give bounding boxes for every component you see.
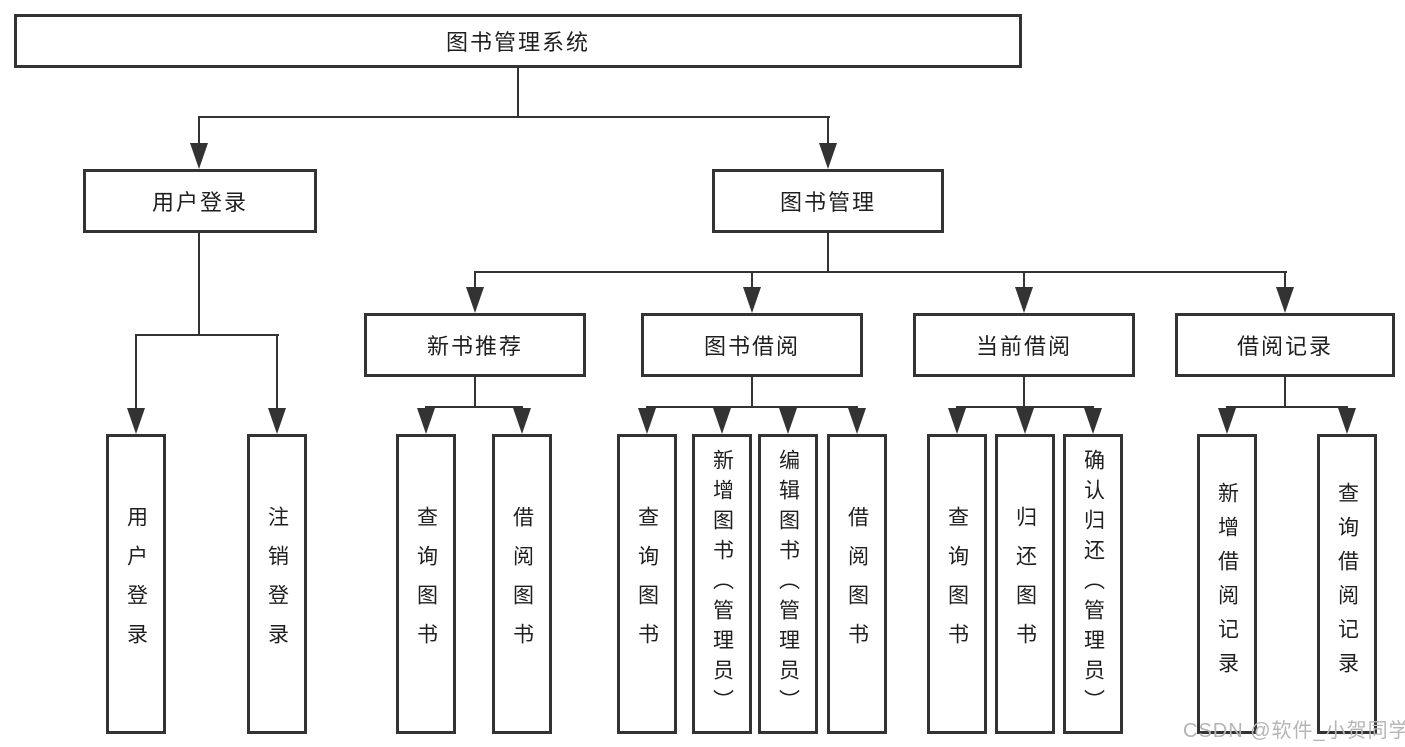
- node-new-book-recommend-label: 新书推荐: [426, 334, 523, 359]
- connector-userlogin-stem: [198, 233, 200, 336]
- connector-root-bus: [198, 116, 830, 118]
- arrowhead-newbook-borrow: [513, 408, 531, 434]
- connector-record-bus: [1226, 406, 1348, 408]
- connector-root-stem: [517, 68, 519, 117]
- leaf-current-return-books-label: 归还图书: [1013, 506, 1037, 662]
- leaf-borrow-edit-books-admin: 编辑图书（管理员）: [758, 434, 818, 734]
- arrowhead-current-confirm: [1084, 408, 1102, 434]
- arrowhead-user-login: [190, 143, 208, 169]
- leaf-borrow-borrow-books: 借阅图书: [827, 434, 887, 734]
- node-book-management: 图书管理: [712, 169, 944, 233]
- arrowhead-new-book-recommend: [466, 287, 484, 313]
- node-book-management-label: 图书管理: [779, 190, 876, 215]
- connector-newbook-bus: [425, 406, 523, 408]
- arrowhead-borrow-records: [1276, 287, 1294, 313]
- node-current-borrow: 当前借阅: [913, 313, 1135, 377]
- arrowhead-borrow-borrow: [848, 408, 866, 434]
- arrowhead-record-add: [1218, 408, 1236, 434]
- leaf-newbook-borrow-books-label: 借阅图书: [510, 506, 534, 662]
- connector-current-stem: [1023, 377, 1025, 408]
- connector-drop-new-book-recommend: [474, 271, 476, 289]
- arrowhead-record-query: [1338, 408, 1356, 434]
- arrowhead-book-borrow: [743, 287, 761, 313]
- node-root: 图书管理系统: [14, 14, 1022, 68]
- leaf-record-add-label: 新增借阅记录: [1215, 482, 1239, 686]
- connector-bookmgmt-stem: [827, 233, 829, 273]
- arrowhead-borrow-add: [713, 408, 731, 434]
- connector-drop-user-login: [198, 116, 200, 145]
- leaf-current-confirm-return-admin-label: 确认归还（管理员）: [1081, 449, 1105, 719]
- arrowhead-newbook-query: [417, 408, 435, 434]
- leaf-newbook-borrow-books: 借阅图书: [492, 434, 552, 734]
- node-book-borrow: 图书借阅: [641, 313, 863, 377]
- leaf-record-add: 新增借阅记录: [1197, 434, 1257, 734]
- node-new-book-recommend: 新书推荐: [364, 313, 586, 377]
- connector-borrow-bus: [646, 406, 858, 408]
- csdn-watermark: CSDN @软件_小贺同学: [1183, 720, 1405, 742]
- arrowhead-current-return: [1016, 408, 1034, 434]
- node-borrow-records: 借阅记录: [1175, 313, 1395, 377]
- connector-newbook-stem: [474, 377, 476, 408]
- leaf-user-login: 用户登录: [106, 434, 166, 734]
- leaf-borrow-add-books-admin: 新增图书（管理员）: [692, 434, 752, 734]
- leaf-logout: 注销登录: [247, 434, 307, 734]
- leaf-record-query-label: 查询借阅记录: [1335, 482, 1359, 686]
- leaf-record-query: 查询借阅记录: [1317, 434, 1377, 734]
- arrowhead-current-borrow: [1015, 287, 1033, 313]
- leaf-current-return-books: 归还图书: [995, 434, 1055, 734]
- leaf-borrow-edit-books-admin-label: 编辑图书（管理员）: [776, 449, 800, 719]
- arrowhead-leaf-user-login: [127, 408, 145, 434]
- connector-drop-book-management: [827, 116, 829, 145]
- arrowhead-book-management: [819, 143, 837, 169]
- arrowhead-borrow-query: [638, 408, 656, 434]
- leaf-newbook-query-books-label: 查询图书: [414, 506, 438, 662]
- node-borrow-records-label: 借阅记录: [1236, 334, 1333, 359]
- leaf-borrow-borrow-books-label: 借阅图书: [845, 506, 869, 662]
- node-user-login: 用户登录: [83, 169, 317, 233]
- leaf-logout-label: 注销登录: [265, 506, 289, 662]
- connector-drop-current-borrow: [1023, 271, 1025, 289]
- leaf-user-login-label: 用户登录: [124, 506, 148, 662]
- node-book-borrow-label: 图书借阅: [703, 334, 800, 359]
- connector-drop-leaf-logout: [276, 334, 278, 410]
- arrowhead-borrow-edit: [779, 408, 797, 434]
- connector-drop-borrow-records: [1284, 271, 1286, 289]
- connector-borrow-stem: [751, 377, 753, 408]
- node-root-label: 图书管理系统: [445, 30, 590, 55]
- leaf-current-query-books-label: 查询图书: [945, 506, 969, 662]
- leaf-newbook-query-books: 查询图书: [396, 434, 456, 734]
- arrowhead-current-query: [948, 408, 966, 434]
- node-current-borrow-label: 当前借阅: [975, 334, 1072, 359]
- connector-record-stem: [1284, 377, 1286, 408]
- leaf-borrow-query-books-label: 查询图书: [635, 506, 659, 662]
- leaf-borrow-query-books: 查询图书: [617, 434, 677, 734]
- arrowhead-leaf-logout: [268, 408, 286, 434]
- connector-bookmgmt-bus: [474, 271, 1287, 273]
- leaf-current-query-books: 查询图书: [927, 434, 987, 734]
- connector-drop-leaf-user-login: [135, 334, 137, 410]
- connector-drop-book-borrow: [751, 271, 753, 289]
- leaf-current-confirm-return-admin: 确认归还（管理员）: [1063, 434, 1123, 734]
- node-user-login-label: 用户登录: [151, 190, 248, 215]
- connector-current-bus: [956, 406, 1094, 408]
- leaf-borrow-add-books-admin-label: 新增图书（管理员）: [710, 449, 734, 719]
- connector-userlogin-bus: [135, 334, 279, 336]
